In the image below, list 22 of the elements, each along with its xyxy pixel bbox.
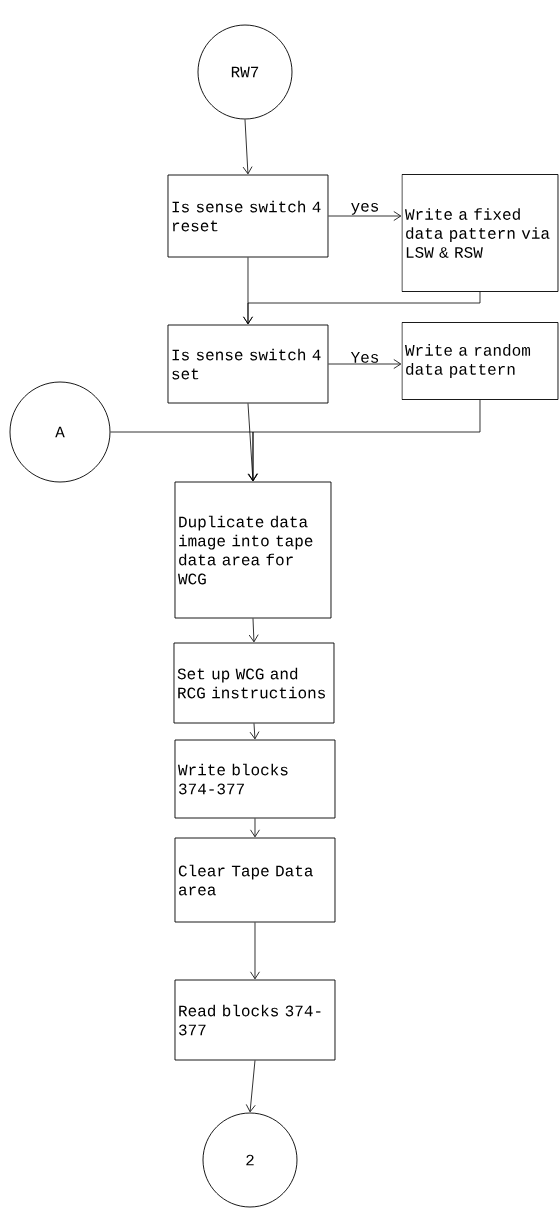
process-box: Duplicate data image into tape data area for WCG: [174, 481, 332, 619]
process-box: Read blocks 374-377: [174, 979, 336, 1061]
arrow: [249, 723, 260, 740]
process-box: Is sense switch 4 reset: [167, 174, 329, 258]
process-box: Write blocks 374-377: [174, 739, 336, 819]
process-box: Clear Tape Data area: [174, 837, 336, 923]
edge-label: yes: [351, 202, 379, 215]
process-box: Is sense switch 4 set: [167, 324, 329, 404]
process-box: Write a fixed data pattern via LSW & RSW: [401, 174, 559, 292]
process-box: Set up WCG and RCG instructions: [173, 642, 335, 724]
arrow: [110, 431, 258, 482]
arrow: [250, 818, 260, 838]
arrow: [245, 1060, 256, 1113]
arrow: [328, 211, 402, 221]
edge-label: Yes: [350, 352, 379, 363]
arrow: [247, 403, 258, 482]
arrow: [248, 618, 259, 643]
arrow: [242, 119, 253, 175]
process-box: Write a random data pattern: [401, 322, 559, 400]
arrow: [250, 922, 260, 980]
arrow: [243, 291, 481, 325]
arrow: [328, 359, 402, 369]
